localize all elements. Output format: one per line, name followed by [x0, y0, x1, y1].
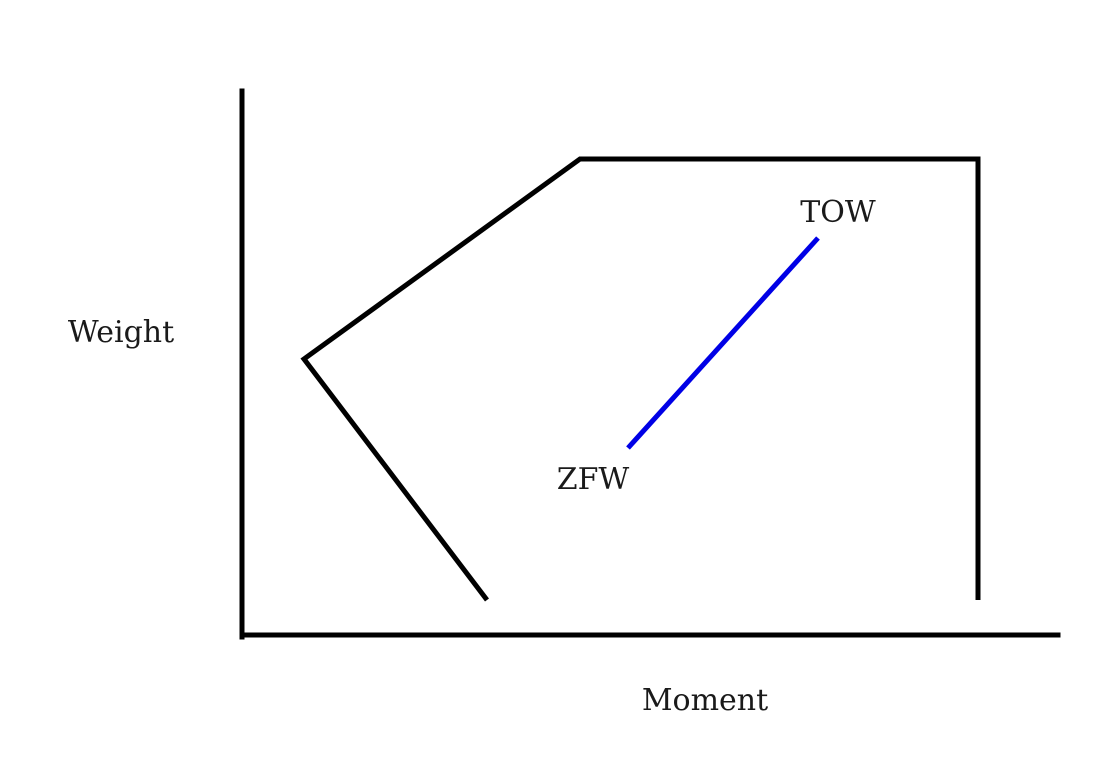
zfw-label: ZFW [557, 462, 630, 497]
y-axis-label: Weight [68, 315, 174, 350]
tow-label: TOW [800, 195, 876, 230]
cg-shift-line [626, 236, 820, 450]
envelope-outline [300, 156, 981, 602]
axes [239, 88, 1061, 640]
x-axis-label: Moment [642, 683, 768, 718]
